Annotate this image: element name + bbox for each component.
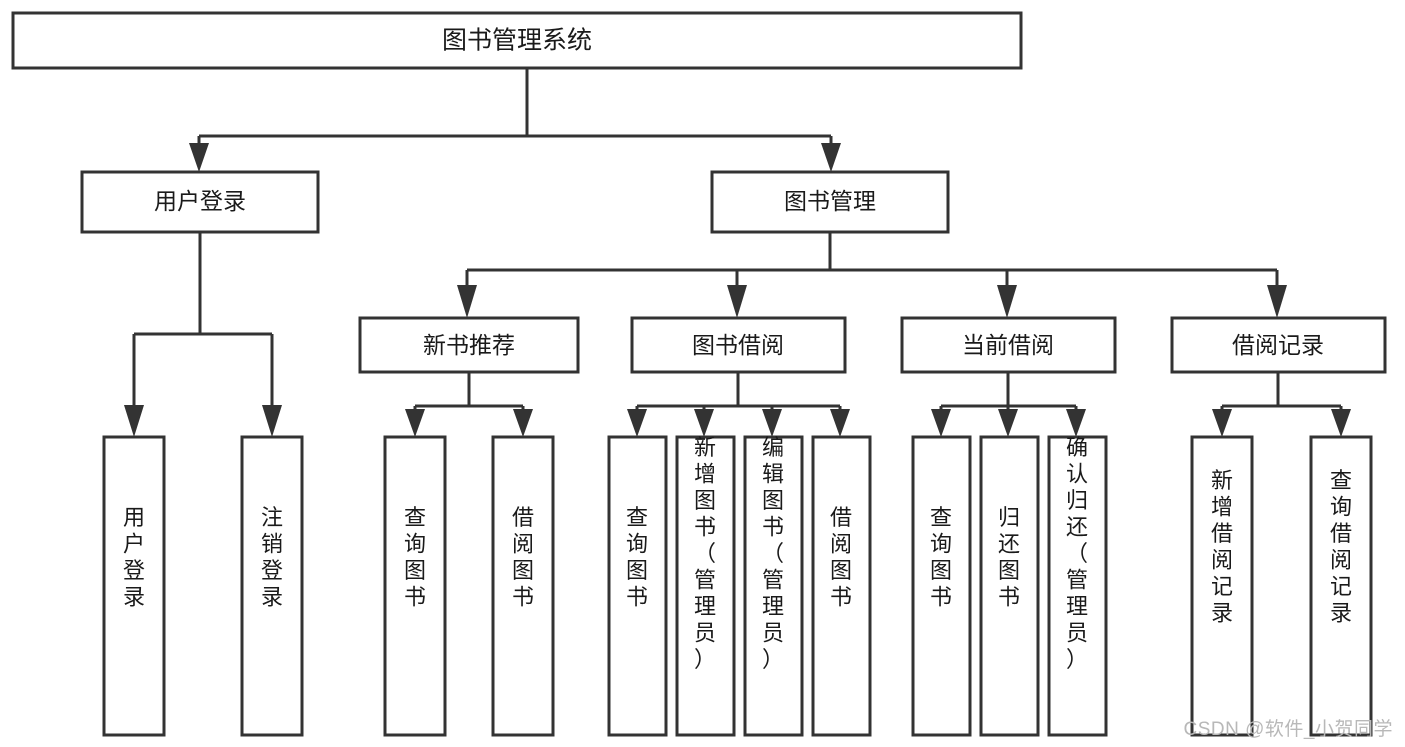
leaf-label: 查询借阅记录 bbox=[1330, 468, 1352, 626]
node-user-login[interactable]: 用户登录 bbox=[80, 170, 320, 234]
leaf-user-login-1[interactable]: 注销登录 bbox=[240, 435, 304, 737]
leaf-new-book-recommend-0[interactable]: 查询图书 bbox=[383, 435, 447, 737]
arrow-head-icon bbox=[1066, 409, 1086, 437]
arrow-head-icon bbox=[998, 409, 1018, 437]
connector-user-login-to-leaves bbox=[124, 232, 282, 437]
leaf-box[interactable] bbox=[491, 435, 555, 737]
leaf-borrow-record-0[interactable]: 新增借阅记录 bbox=[1190, 435, 1254, 737]
leaf-box[interactable] bbox=[811, 435, 872, 737]
leaf-box[interactable] bbox=[1309, 435, 1373, 737]
arrow-head-icon bbox=[762, 409, 782, 437]
arrow-head-icon bbox=[1331, 409, 1351, 437]
connector-current-borrow-to-leaves bbox=[931, 372, 1086, 437]
arrow-head-icon bbox=[457, 285, 477, 318]
leaf-borrow-record-1[interactable]: 查询借阅记录 bbox=[1309, 435, 1373, 737]
arrow-head-icon bbox=[627, 409, 647, 437]
leaf-label: 查询图书 bbox=[404, 505, 426, 610]
leaf-box[interactable] bbox=[240, 435, 304, 737]
node-new-book-recommend-label: 新书推荐 bbox=[423, 332, 515, 358]
leaf-label: 新增图书（管理员） bbox=[694, 435, 716, 672]
node-book-management-label: 图书管理 bbox=[784, 188, 876, 214]
connector-new-book-recommend-to-leaves bbox=[405, 372, 533, 437]
leaf-box[interactable] bbox=[743, 435, 804, 737]
leaf-box[interactable] bbox=[1047, 435, 1108, 737]
arrow-head-icon bbox=[262, 405, 282, 437]
leaf-book-borrow-2[interactable]: 编辑图书（管理员） bbox=[743, 435, 804, 737]
leaf-label: 借阅图书 bbox=[512, 505, 534, 610]
arrow-head-icon bbox=[931, 409, 951, 437]
leaf-label: 注销登录 bbox=[261, 505, 283, 610]
connector-book-borrow-to-leaves bbox=[627, 372, 850, 437]
leaf-box[interactable] bbox=[607, 435, 668, 737]
leaf-label: 新增借阅记录 bbox=[1211, 468, 1233, 626]
leaf-user-login-0[interactable]: 用户登录 bbox=[102, 435, 166, 737]
arrow-head-icon bbox=[124, 405, 144, 437]
leaf-current-borrow-0[interactable]: 查询图书 bbox=[911, 435, 972, 737]
leaf-current-borrow-1[interactable]: 归还图书 bbox=[979, 435, 1040, 737]
leaf-box[interactable] bbox=[979, 435, 1040, 737]
node-current-borrow-label: 当前借阅 bbox=[962, 332, 1054, 358]
node-borrow-record[interactable]: 借阅记录 bbox=[1170, 316, 1387, 374]
arrow-head-icon bbox=[405, 409, 425, 437]
leaf-box[interactable] bbox=[911, 435, 972, 737]
node-borrow-record-label: 借阅记录 bbox=[1232, 332, 1324, 358]
node-new-book-recommend[interactable]: 新书推荐 bbox=[358, 316, 580, 374]
node-root-box[interactable] bbox=[11, 11, 1023, 70]
node-current-borrow-box[interactable] bbox=[900, 316, 1117, 374]
leaf-label: 编辑图书（管理员） bbox=[762, 435, 784, 672]
node-borrow-record-box[interactable] bbox=[1170, 316, 1387, 374]
node-user-login-label: 用户登录 bbox=[154, 188, 246, 214]
arrow-head-icon bbox=[513, 409, 533, 437]
leaf-book-borrow-0[interactable]: 查询图书 bbox=[607, 435, 668, 737]
node-book-management-box[interactable] bbox=[710, 170, 950, 234]
node-book-borrow-label: 图书借阅 bbox=[692, 332, 784, 358]
leaf-box[interactable] bbox=[1190, 435, 1254, 737]
node-book-borrow-box[interactable] bbox=[630, 316, 847, 374]
leaf-label: 归还图书 bbox=[998, 505, 1020, 610]
connector-root-to-level2 bbox=[189, 68, 841, 172]
leaf-label: 确认归还（管理员） bbox=[1066, 435, 1088, 672]
arrow-head-icon bbox=[830, 409, 850, 437]
arrow-head-icon bbox=[1267, 285, 1287, 318]
node-book-borrow[interactable]: 图书借阅 bbox=[630, 316, 847, 374]
node-book-management[interactable]: 图书管理 bbox=[710, 170, 950, 234]
leaf-box[interactable] bbox=[383, 435, 447, 737]
arrow-head-icon bbox=[189, 143, 209, 172]
arrow-head-icon bbox=[821, 143, 841, 172]
leaf-new-book-recommend-1[interactable]: 借阅图书 bbox=[491, 435, 555, 737]
leaf-current-borrow-2[interactable]: 确认归还（管理员） bbox=[1047, 435, 1108, 737]
connector-book-management-to-level3 bbox=[457, 232, 1287, 318]
arrow-head-icon bbox=[997, 285, 1017, 318]
arrow-head-icon bbox=[1212, 409, 1232, 437]
leaf-label: 查询图书 bbox=[626, 505, 648, 610]
node-new-book-recommend-box[interactable] bbox=[358, 316, 580, 374]
leaf-box[interactable] bbox=[102, 435, 166, 737]
arrow-head-icon bbox=[694, 409, 714, 437]
node-root-label: 图书管理系统 bbox=[442, 27, 592, 55]
connector-borrow-record-to-leaves bbox=[1212, 372, 1351, 437]
leaf-box[interactable] bbox=[675, 435, 736, 737]
watermark: CSDN @软件_小贺同学 bbox=[1183, 719, 1393, 740]
leaf-label: 用户登录 bbox=[123, 505, 145, 610]
leaf-book-borrow-1[interactable]: 新增图书（管理员） bbox=[675, 435, 736, 737]
node-current-borrow[interactable]: 当前借阅 bbox=[900, 316, 1117, 374]
node-root[interactable]: 图书管理系统 bbox=[11, 11, 1023, 70]
leaf-label: 查询图书 bbox=[930, 505, 952, 610]
leaf-label: 借阅图书 bbox=[830, 505, 852, 610]
leaf-book-borrow-3[interactable]: 借阅图书 bbox=[811, 435, 872, 737]
arrow-head-icon bbox=[727, 285, 747, 318]
